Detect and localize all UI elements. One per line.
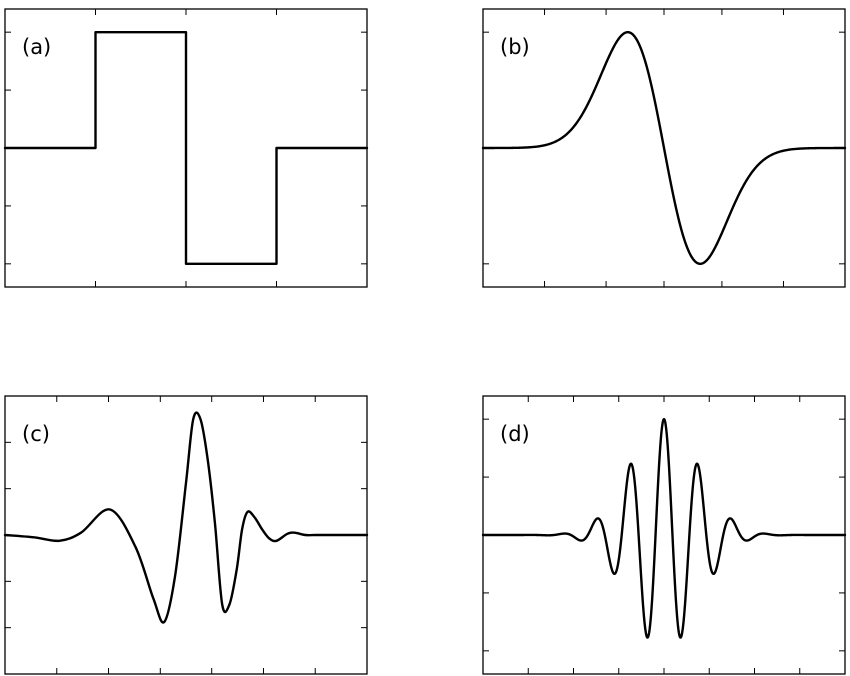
panel-label: (c) xyxy=(22,422,50,446)
panel-label: (b) xyxy=(500,35,530,59)
wavelet-curve xyxy=(481,30,847,266)
wavelet-curve xyxy=(3,30,369,266)
wavelet-curve xyxy=(3,411,369,624)
panel-d: (d) xyxy=(481,395,847,675)
wavelet-curve xyxy=(481,417,847,639)
panel-b: (b) xyxy=(481,8,847,288)
panel-a: (a) xyxy=(3,8,369,288)
panel-label: (d) xyxy=(500,422,530,446)
panel-c: (c) xyxy=(3,395,369,675)
panel-label: (a) xyxy=(22,35,51,59)
